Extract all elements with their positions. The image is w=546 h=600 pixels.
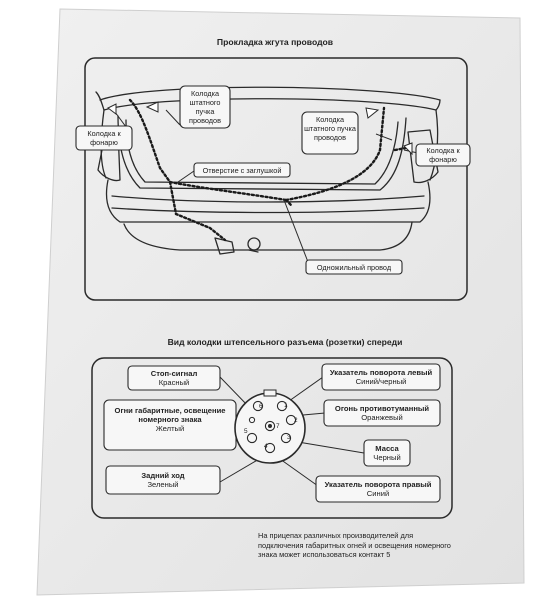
pin-name: Указатель поворота правый (324, 480, 432, 489)
pin-legend-7: Указатель поворота правый Синий (318, 480, 438, 498)
pin-6 (252, 400, 264, 412)
pin-wire-color: Синий/черный (355, 377, 407, 387)
contact-number-4: 4 (264, 443, 268, 450)
pin-wire-color: Красный (158, 378, 190, 388)
pin-wire-color: Зеленый (147, 480, 179, 490)
top-callout-boxes (75, 85, 471, 275)
harness-route (128, 98, 408, 242)
socket-frame (91, 357, 453, 519)
pin-legend-6: Стоп-сигнал Красный (130, 369, 218, 387)
pin-legend-5: Огни габаритные, освещение номерного зна… (106, 406, 234, 434)
socket-face (234, 389, 306, 464)
pin-3 (280, 432, 292, 444)
socket-section-title: Вид колодки штепсельного разъема (розетк… (167, 337, 403, 347)
std-harness-right-label: Колодка штатного пучка проводов (304, 115, 356, 142)
pin-name: Огонь противотуманный (334, 404, 430, 413)
connector-lamp-left-label: Колодка к фонарю (87, 129, 121, 147)
pin-wire-color: Желтый (155, 424, 185, 434)
pin-name: Масса (375, 444, 399, 453)
footnote: На прицепах различных производителей для… (258, 531, 451, 560)
pin-legend-1: Указатель поворота левый Синий/черный (324, 368, 438, 386)
contact-number-3: 3 (287, 434, 291, 441)
pin-2 (285, 414, 297, 426)
plugged-hole-label: Отверстие с заглушкой (202, 166, 282, 175)
connector-lamp-right-label: Колодка к фонарю (426, 146, 460, 164)
contact-number-5: 5 (244, 428, 248, 435)
pin-wire-color: Синий (366, 489, 390, 499)
pin-name: Стоп-сигнал (150, 369, 198, 378)
contact-number-7: 7 (276, 423, 280, 430)
pin-wire-color: Черный (373, 453, 401, 463)
pin-legend-3: Масса Черный (366, 444, 408, 462)
pin-name: Огни габаритные, освещение номерного зна… (114, 406, 226, 425)
pin-name: Задний ход (141, 471, 185, 480)
arrow-tips (107, 101, 413, 156)
socket-callout-boxes (103, 363, 441, 503)
contact-number-2: 2 (294, 417, 298, 424)
harness-section-title: Прокладка жгута проводов (216, 37, 334, 47)
single-wire-label: Одножильный провод (316, 263, 392, 272)
pin-legend-4: Задний ход Зеленый (108, 471, 218, 489)
contact-number-1: 1 (284, 402, 288, 409)
pin-legend-2: Огонь противотуманный Оранжевый (326, 404, 438, 422)
pin-name: Указатель поворота левый (329, 368, 433, 377)
pin-wire-color: Оранжевый (361, 413, 403, 423)
pin-4 (264, 442, 276, 454)
pin-5 (246, 432, 258, 444)
std-harness-left-label: Колодка штатного пучка проводов (189, 89, 221, 125)
pin-1 (276, 400, 288, 412)
contact-number-6: 6 (259, 403, 263, 410)
